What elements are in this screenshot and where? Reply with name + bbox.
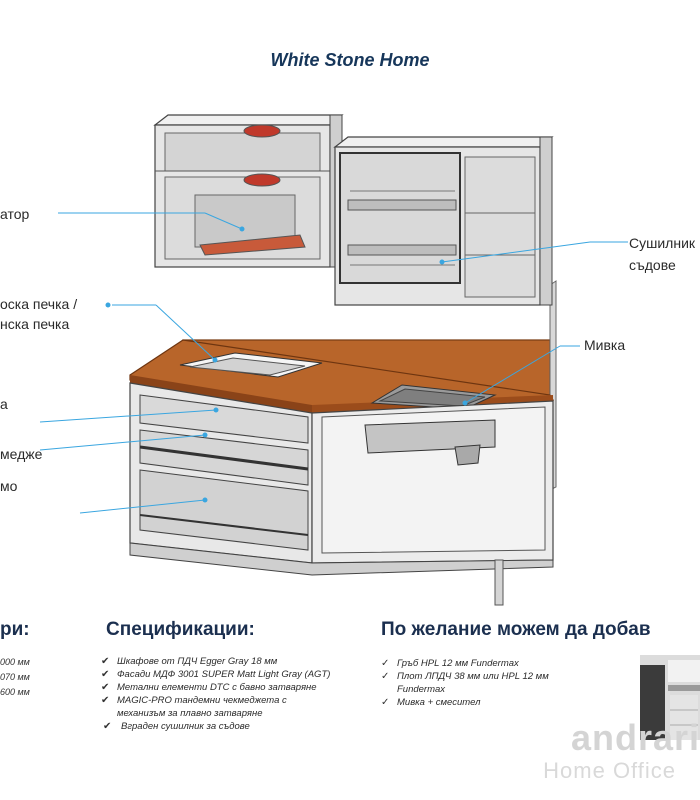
- spec-item-continuation: механизъм за плавно затваряне: [117, 708, 263, 719]
- check-icon: ✓: [381, 658, 390, 669]
- check-circle-icon: ✔: [103, 721, 112, 732]
- dimension-line-1: 000 мм: [0, 657, 30, 667]
- base-cabinets: [129, 382, 554, 606]
- option-item: ✓Гръб HPL 12 мм Fundermax: [381, 658, 519, 669]
- check-circle-icon: ✔: [101, 682, 110, 693]
- option-item: ✓Мивка + смесител: [381, 697, 481, 708]
- callout-lines: [39, 212, 628, 514]
- spec-item: ✔Фасади МДФ 3001 SUPER Matt Light Gray (…: [101, 669, 331, 680]
- upper-cabinet-right: [333, 136, 554, 306]
- callout-right-1a: Сушилник: [629, 235, 696, 251]
- callout-left-1: атор: [0, 206, 30, 222]
- callout-left-4: меджe: [0, 446, 43, 462]
- dimension-line-3: 600 мм: [0, 687, 30, 697]
- spec-item: ✔MAGIC-PRO тандемни чекмеджета с: [101, 695, 287, 706]
- upper-cabinet-left: [153, 114, 344, 268]
- callout-left-5: мо: [0, 478, 18, 494]
- check-icon: ✓: [381, 697, 390, 708]
- check-circle-icon: ✔: [101, 695, 110, 706]
- option-item-continuation: Fundermax: [397, 684, 446, 695]
- specs-list: ✔Шкафове от ПДЧ Egger Gray 18 мм ✔Фасади…: [101, 655, 361, 733]
- kitchen-illustration: [39, 114, 628, 606]
- check-circle-icon: ✔: [101, 656, 110, 667]
- options-heading: По желание можем да добав: [381, 619, 651, 640]
- check-circle-icon: ✔: [101, 669, 110, 680]
- spec-item: ✔Вграден сушилник за съдове: [103, 721, 250, 732]
- dimensions-heading: ри:: [0, 619, 30, 640]
- product-photo-thumbnail: [640, 655, 700, 740]
- spec-item: ✔Шкафове от ПДЧ Egger Gray 18 мм: [101, 656, 278, 667]
- dimension-line-2: 070 мм: [0, 672, 30, 682]
- option-item: ✓Плот ЛПДЧ 38 мм или HPL 12 мм: [381, 671, 549, 682]
- logo-subtitle: Home Office: [543, 758, 676, 783]
- callout-left-2a: оска печка /: [0, 296, 78, 312]
- callout-left-3: а: [0, 396, 8, 412]
- logo-wordmark: andrari: [570, 717, 700, 758]
- callout-right-2: Мивка: [584, 337, 626, 353]
- check-icon: ✓: [381, 671, 390, 682]
- brand-title: White Stone Home: [270, 50, 430, 70]
- specs-heading: Спецификации:: [106, 619, 255, 640]
- spec-item: ✔Метални елементи DTC с бавно затваряне: [101, 682, 317, 693]
- callout-right-1b: съдове: [629, 257, 676, 273]
- options-list: ✓Гръб HPL 12 мм Fundermax ✓Плот ЛПДЧ 38 …: [381, 657, 621, 709]
- callout-left-2b: нска печка: [0, 316, 70, 332]
